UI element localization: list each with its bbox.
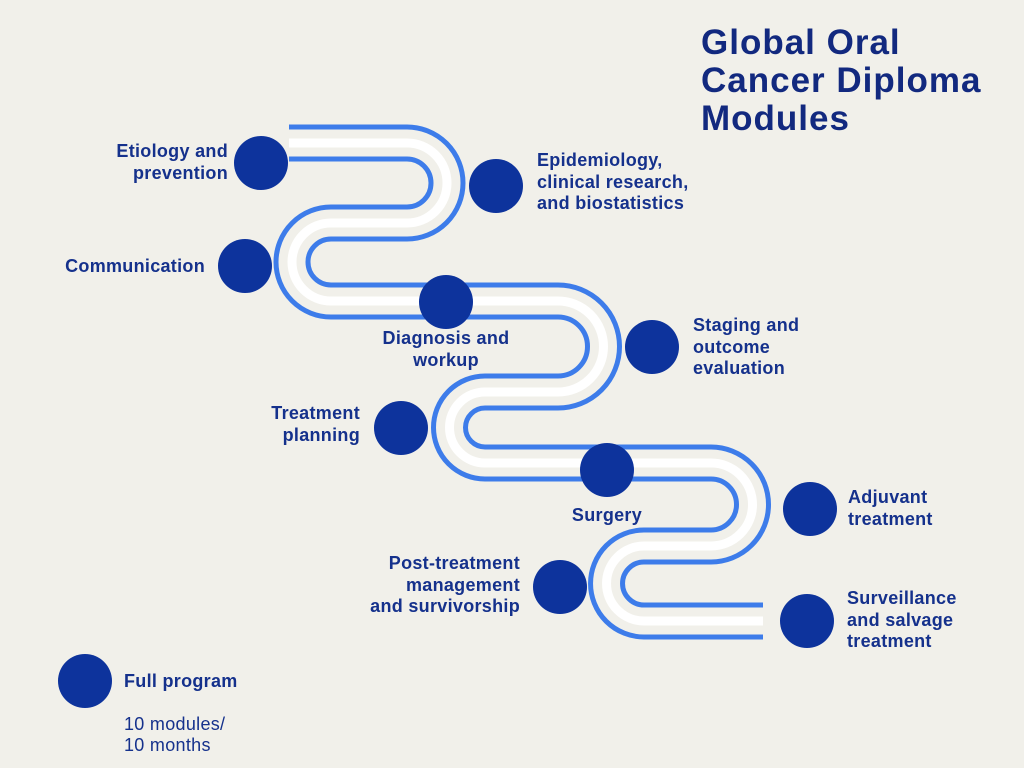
node-etiology-prevention (234, 136, 288, 190)
legend: Full program 10 modules/ 10 months (124, 649, 238, 757)
label-epidemiology-research-biostatistics: Epidemiology, clinical research, and bio… (537, 150, 689, 213)
label-staging-outcome-evaluation: Staging and outcome evaluation (693, 315, 800, 378)
label-etiology-prevention: Etiology and prevention (116, 141, 228, 183)
node-surveillance-salvage (780, 594, 834, 648)
node-post-treatment-survivorship (533, 560, 587, 614)
label-communication: Communication (65, 256, 205, 276)
road-centerline (287, 138, 763, 626)
label-surgery: Surgery (571, 505, 643, 525)
node-treatment-planning (374, 401, 428, 455)
legend-title: Full program (124, 670, 238, 691)
node-surgery (580, 443, 634, 497)
node-staging-outcome-evaluation (625, 320, 679, 374)
legend-detail: 10 modules/ 10 months (124, 713, 226, 756)
label-surveillance-salvage: Surveillance and salvage treatment (847, 588, 957, 651)
node-communication (218, 239, 272, 293)
legend-node (58, 654, 112, 708)
node-adjuvant-treatment (783, 482, 837, 536)
node-epidemiology-research-biostatistics (469, 159, 523, 213)
label-post-treatment-survivorship: Post-treatment management and survivorsh… (370, 553, 520, 616)
node-diagnosis-workup (419, 275, 473, 329)
label-diagnosis-workup: Diagnosis and workup (382, 328, 510, 370)
label-adjuvant-treatment: Adjuvant treatment (848, 487, 933, 529)
page-title: Global Oral Cancer Diploma Modules (701, 23, 982, 138)
label-treatment-planning: Treatment planning (271, 403, 360, 445)
